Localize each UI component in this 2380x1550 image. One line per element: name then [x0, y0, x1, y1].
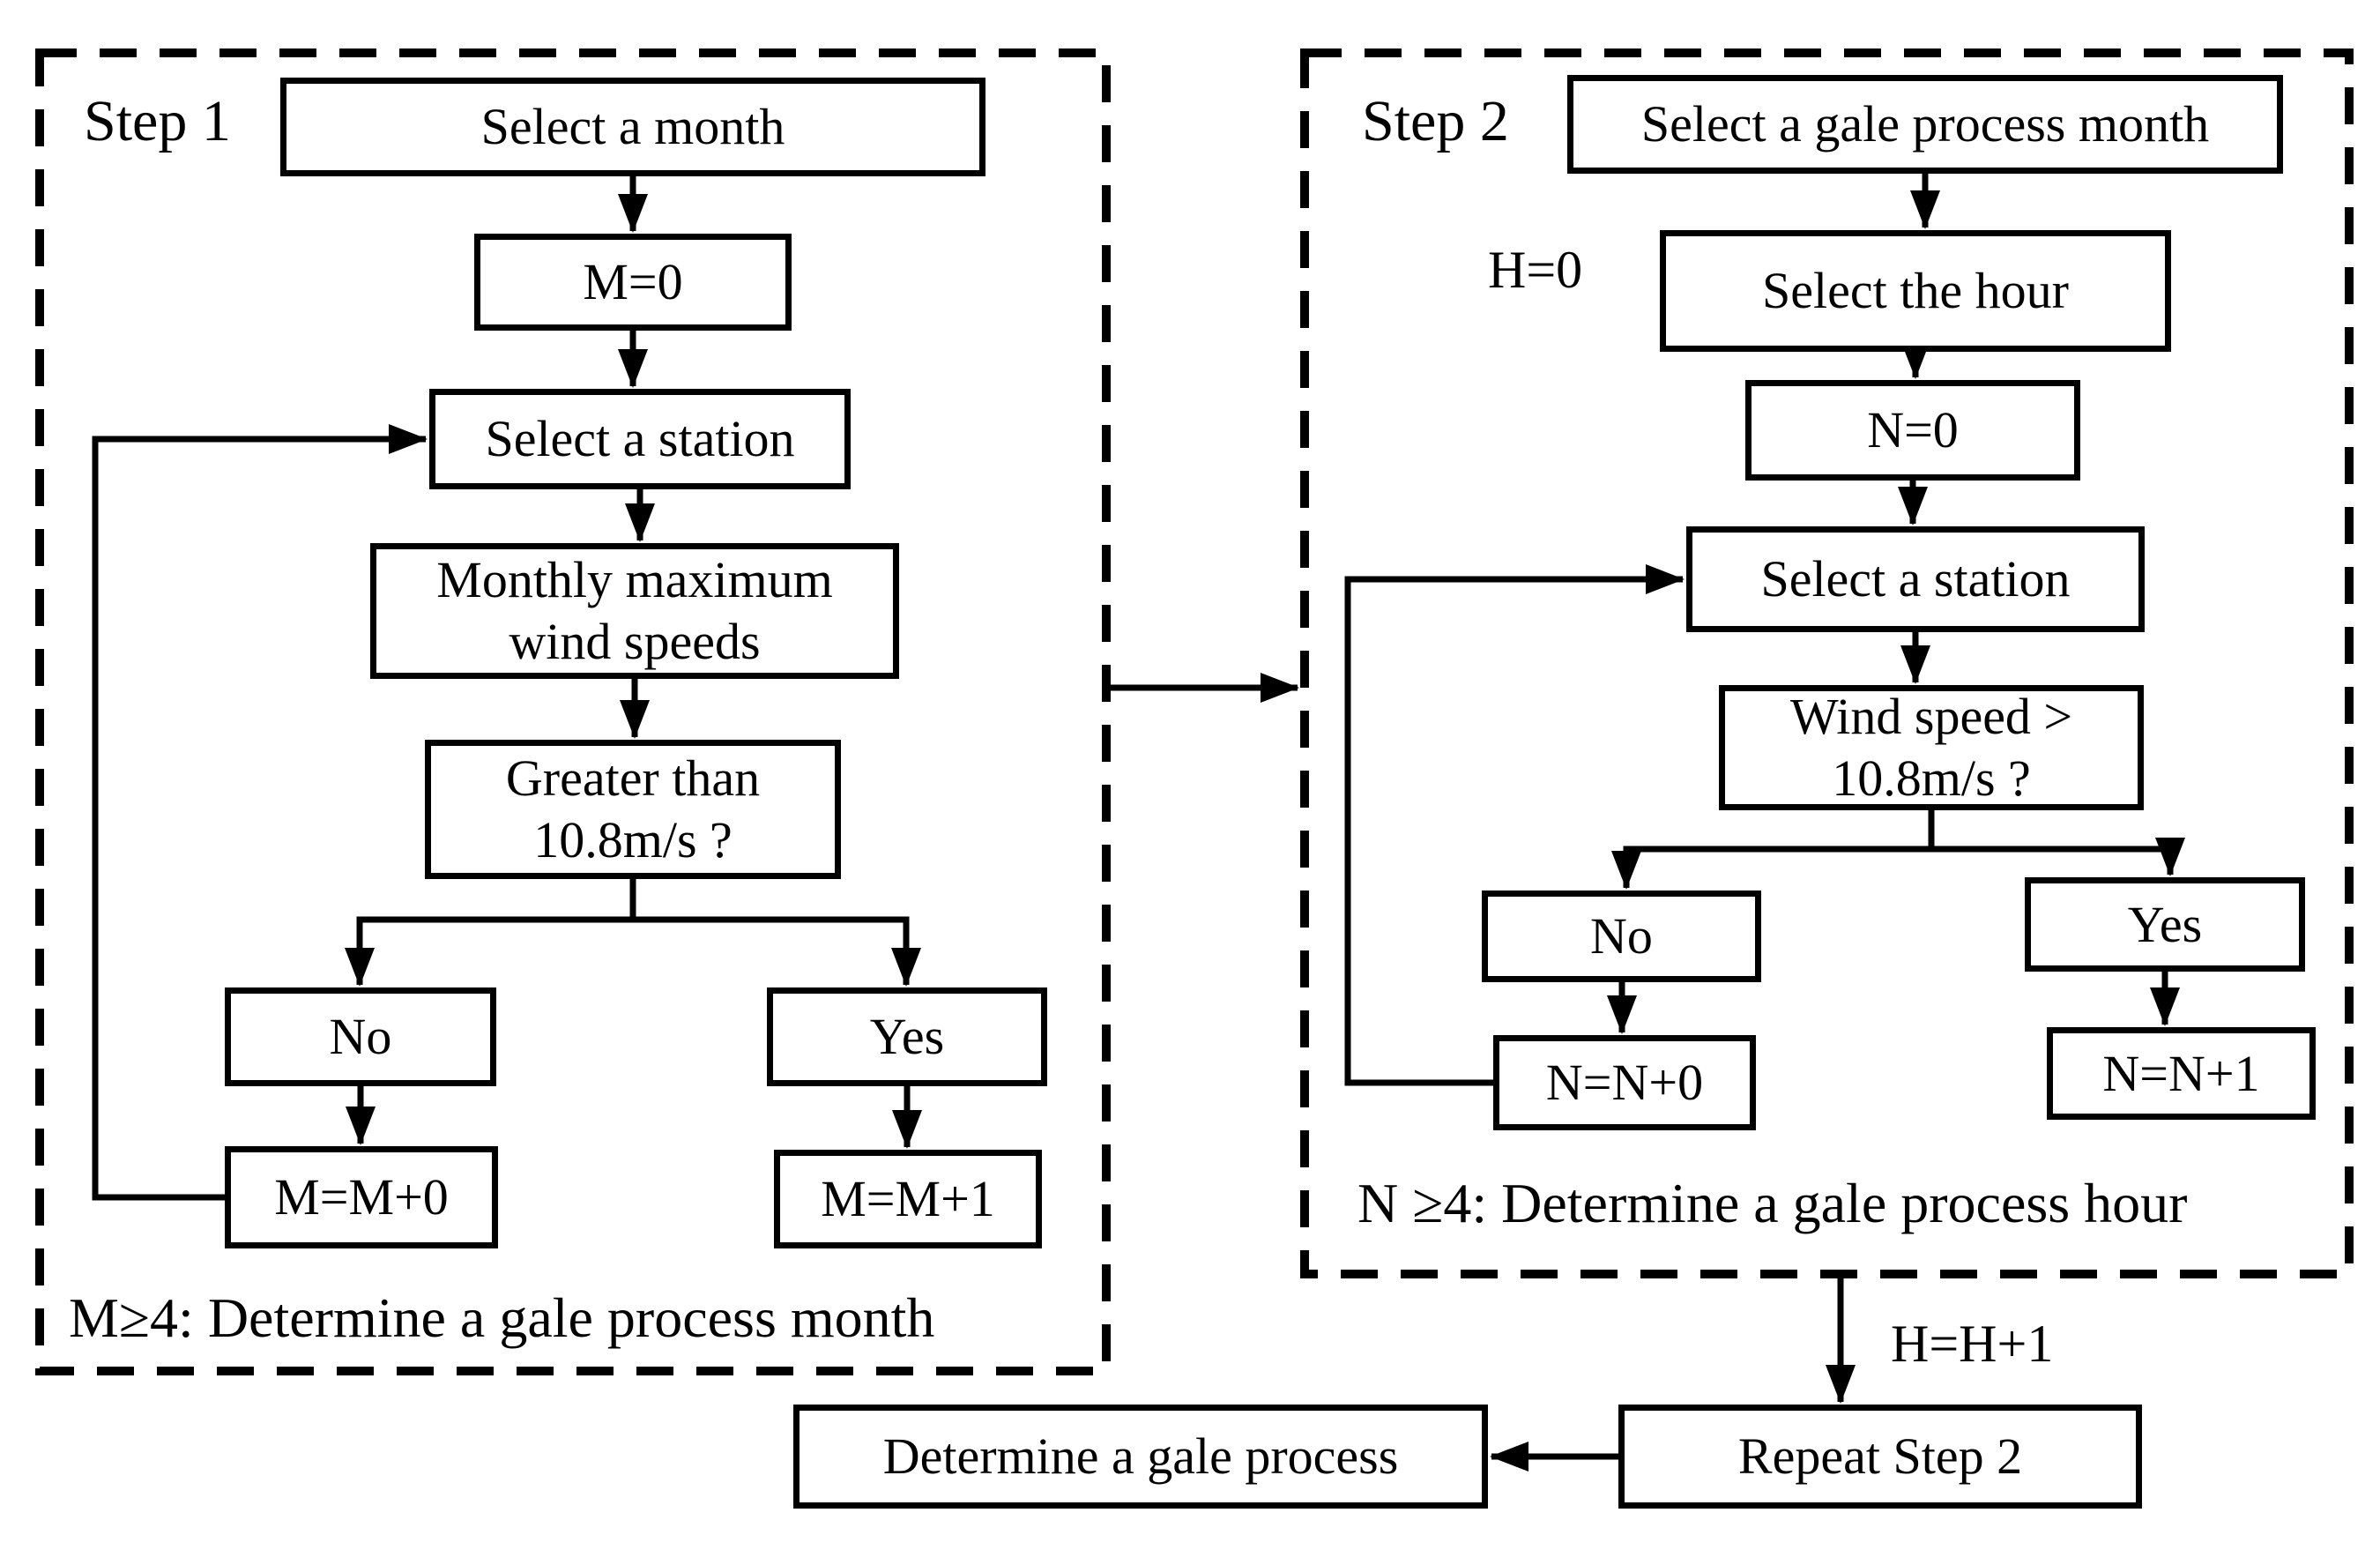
- node-m-plus-1: M=M+1: [774, 1150, 1042, 1248]
- node-greater-than: Greater than 10.8m/s ?: [425, 740, 841, 879]
- loop-n-no-to-station2: [1344, 564, 1685, 1086]
- node-determine-gale-process: Determine a gale process: [793, 1405, 1488, 1509]
- node-select-station-1: Select a station: [429, 389, 851, 489]
- node-wind-speed: Wind speed > 10.8m/s ?: [1719, 685, 2144, 810]
- node-no-1: No: [225, 987, 496, 1086]
- step2-caption: N ≥4: Determine a gale process hour: [1357, 1172, 2188, 1234]
- node-select-hour: Select the hour: [1660, 230, 2171, 352]
- node-repeat-step2: Repeat Step 2: [1618, 1405, 2142, 1509]
- step2-label: Step 2: [1362, 89, 1509, 153]
- h-increment-label: H=H+1: [1891, 1315, 2054, 1373]
- step2-dashed-border: [1300, 48, 2354, 1278]
- node-m-plus-0: M=M+0: [225, 1146, 498, 1248]
- node-n-init: N=0: [1745, 380, 2080, 481]
- step1-label: Step 1: [84, 89, 231, 153]
- node-monthly-max: Monthly maximum wind speeds: [370, 543, 899, 679]
- loop-m-no-to-station: [92, 424, 428, 1201]
- node-n-plus-0: N=N+0: [1493, 1035, 1756, 1130]
- node-yes-1: Yes: [767, 987, 1047, 1086]
- node-n-plus-1: N=N+1: [2047, 1027, 2316, 1120]
- node-no-2: No: [1482, 891, 1761, 982]
- node-m-init: M=0: [474, 234, 792, 331]
- step1-dashed-border: [35, 48, 1111, 1375]
- step1-caption: M≥4: Determine a gale process month: [69, 1286, 935, 1349]
- node-select-station-2: Select a station: [1686, 526, 2145, 632]
- node-select-month: Select a month: [280, 78, 985, 176]
- node-yes-2: Yes: [2025, 877, 2305, 972]
- node-select-gale-month: Select a gale process month: [1567, 75, 2283, 174]
- h-init-label: H=0: [1488, 241, 1583, 299]
